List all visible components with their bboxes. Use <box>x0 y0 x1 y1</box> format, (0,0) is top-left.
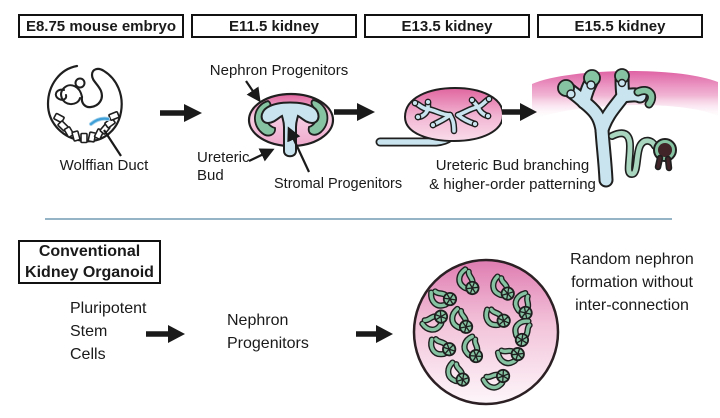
embryo-jaw-curl <box>54 88 68 101</box>
branch-tips <box>411 95 493 129</box>
ureteric-bud-label: Ureteric Bud <box>197 149 250 185</box>
section-divider <box>45 218 672 220</box>
branching-line2: & higher-order patterning <box>429 176 596 193</box>
random-line3: inter-connection <box>575 297 689 314</box>
mouse-embryo-drawing <box>46 64 123 144</box>
stage-box-e135-kidney: E13.5 kidney <box>364 14 530 38</box>
e115-kidney-drawing <box>247 92 335 158</box>
flow-arrow-embryo-to-e115 <box>160 104 202 122</box>
random-line1: Random nephron <box>570 251 694 268</box>
stage-box-label: E11.5 kidney <box>228 17 320 35</box>
organoid-box-line2: Kidney Organoid <box>25 264 154 281</box>
flow-arrow-psc-to-np <box>146 325 185 343</box>
embryo-head-curl <box>60 84 83 106</box>
nephron-progenitors-label: Nephron Progenitors <box>209 62 349 79</box>
stage-box-e155-kidney: E15.5 kidney <box>537 14 703 38</box>
stromal-progenitors-label: Stromal Progenitors <box>274 176 403 192</box>
stage-box-e875-embryo: E8.75 mouse embryo <box>18 14 184 38</box>
stage-box-label: E13.5 kidney <box>401 17 493 35</box>
wolffian-duct-label: Wolffian Duct <box>59 157 149 174</box>
conventional-organoid-box: Conventional Kidney Organoid <box>18 240 161 284</box>
nephron-tubule <box>609 130 658 177</box>
psc-line3: Cells <box>70 346 106 363</box>
embryo-outline <box>46 64 123 143</box>
e155-kidney-drawing <box>532 68 718 188</box>
glomerulus <box>658 143 672 157</box>
pluripotent-stem-cells-label: Pluripotent Stem Cells <box>70 297 147 366</box>
flow-arrow-np-to-organoid <box>356 325 393 343</box>
branching-line1: Ureteric Bud branching <box>435 157 590 174</box>
psc-line1: Pluripotent <box>70 300 147 317</box>
cap-mesenchyme-tips <box>557 68 657 109</box>
embryo-ear <box>74 77 86 89</box>
ureteric-bud-line1: Ureteric <box>197 149 250 166</box>
somite-band <box>53 111 120 144</box>
ureteric-bud-line2: Bud <box>197 167 224 184</box>
nephron-line2: Progenitors <box>227 335 309 352</box>
psc-line2: Stem <box>70 323 108 340</box>
e135-kidney-drawing <box>375 86 502 147</box>
organoid-box-line1: Conventional <box>38 243 141 260</box>
branching-label: Ureteric Bud branching & higher-order pa… <box>415 156 610 194</box>
nephron-progenitors-bottom-label: Nephron Progenitors <box>227 309 309 355</box>
glomerulus-stalks <box>656 156 671 170</box>
wolffian-duct-streak <box>89 117 110 126</box>
random-nephron-label: Random nephron formation without inter-c… <box>558 248 706 317</box>
kidney-organoid-drawing <box>412 258 560 406</box>
stage-box-label: E8.75 mouse embryo <box>25 17 177 35</box>
stage-box-e115-kidney: E11.5 kidney <box>191 14 357 38</box>
random-line2: formation without <box>571 274 693 291</box>
nephron-line1: Nephron <box>227 312 289 329</box>
stage-box-label: E15.5 kidney <box>574 17 666 35</box>
